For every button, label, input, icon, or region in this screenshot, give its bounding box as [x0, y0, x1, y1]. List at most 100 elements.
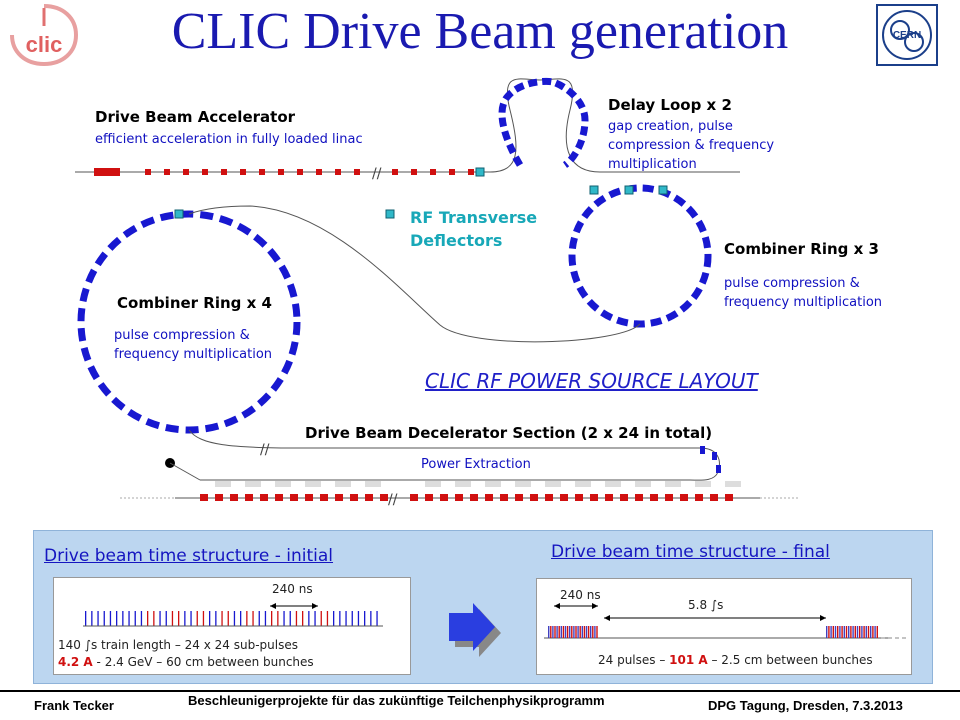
linac-cavity	[354, 169, 360, 175]
decelerator-quad	[305, 494, 313, 501]
cr3-sub-1: pulse compression &	[724, 276, 860, 291]
initial-bunch	[134, 611, 136, 626]
pets-structure	[245, 481, 261, 487]
initial-bunch	[184, 611, 186, 626]
decelerator-quad	[485, 494, 493, 501]
pets-structure	[635, 481, 651, 487]
decelerator-quad	[605, 494, 613, 501]
linac-cavity	[183, 169, 189, 175]
initial-bunch	[122, 611, 124, 626]
initial-bunch	[277, 611, 279, 626]
initial-bunch	[91, 611, 93, 626]
final-bunch	[872, 626, 874, 638]
final-bunch	[556, 626, 558, 638]
decelerator-quad	[695, 494, 703, 501]
initial-bunch	[370, 611, 372, 626]
footer-divider	[0, 690, 960, 692]
final-line-a: 24 pulses –	[598, 653, 670, 667]
final-bunch	[552, 626, 554, 638]
final-bunch	[826, 626, 828, 638]
final-structure-title: Drive beam time structure - final	[551, 542, 830, 562]
pets-structure	[455, 481, 471, 487]
initial-bunch	[190, 611, 192, 626]
initial-bunch	[153, 611, 155, 626]
final-bunch	[832, 626, 834, 638]
initial-bunch	[171, 611, 174, 626]
final-line: 24 pulses – 101 A – 2.5 cm between bunch…	[598, 653, 873, 667]
final-bunch	[590, 626, 592, 638]
initial-bunch	[376, 611, 378, 626]
final-bunch	[592, 626, 594, 638]
combiner-ring-3	[568, 184, 712, 328]
final-bunch	[558, 626, 560, 638]
initial-bunch	[215, 611, 217, 626]
initial-bunch	[165, 611, 167, 626]
decelerator-quad	[440, 494, 448, 501]
decelerator-quad	[230, 494, 238, 501]
initial-line-2-rest: - 2.4 GeV – 60 cm between bunches	[92, 655, 314, 669]
pets-structure	[695, 481, 711, 487]
final-line-b: – 2.5 cm between bunches	[707, 653, 873, 667]
decelerator-quad	[275, 494, 283, 501]
final-bunch	[874, 626, 876, 638]
final-bunch	[594, 626, 596, 638]
decelerator-quad	[215, 494, 223, 501]
linac-cavity	[468, 169, 474, 175]
initial-bunch	[364, 611, 366, 626]
linac-cavity	[259, 169, 265, 175]
decelerator-quad	[500, 494, 508, 501]
linac-cavity	[240, 169, 246, 175]
decelerator-quad	[245, 494, 253, 501]
pets-structure	[305, 481, 321, 487]
initial-bunch	[302, 611, 304, 626]
decelerator-quad	[455, 494, 463, 501]
decelerator-quad	[365, 494, 373, 501]
pets-structure	[425, 481, 441, 487]
final-bunch	[870, 626, 872, 638]
final-bunch	[577, 626, 579, 638]
transform-arrow-icon	[449, 603, 501, 657]
final-bunch	[841, 626, 843, 638]
final-bunch	[575, 626, 577, 638]
cr3-sub-2: frequency multiplication	[724, 295, 883, 310]
initial-bunch	[227, 611, 229, 626]
final-bunch	[843, 626, 845, 638]
dba-title: Drive Beam Accelerator	[95, 108, 296, 126]
pets-structure	[575, 481, 591, 487]
pets-structure	[275, 481, 291, 487]
pets-structure	[545, 481, 561, 487]
linac-cavity	[202, 169, 208, 175]
decelerator-quad	[635, 494, 643, 501]
linac-cavity	[221, 169, 227, 175]
initial-bunch	[258, 611, 260, 626]
final-bunch	[560, 626, 562, 638]
final-bunch	[571, 626, 573, 638]
cr4-sub-2: frequency multiplication	[114, 347, 273, 362]
final-bunch	[867, 626, 870, 638]
svg-text://: //	[388, 492, 398, 508]
decelerator-quad	[530, 494, 538, 501]
final-bunch	[548, 626, 550, 638]
delay-loop	[498, 77, 589, 168]
rf-power-source-layout: // // //	[75, 77, 800, 508]
decelerator-title: Drive Beam Decelerator Section (2 x 24 i…	[305, 424, 713, 442]
decelerator-quad	[620, 494, 628, 501]
decelerator-quad	[350, 494, 358, 501]
final-bunch	[596, 626, 598, 638]
initial-bunch	[283, 611, 285, 626]
svg-text:clic: clic	[26, 32, 63, 57]
initial-bunch	[351, 611, 353, 626]
cern-logo: CERN	[876, 4, 938, 66]
linac-cavity	[316, 169, 322, 175]
svg-text:CERN: CERN	[893, 30, 921, 41]
final-bunch	[564, 626, 567, 638]
linac-cavity	[392, 169, 398, 175]
delay-loop-sub-3: multiplication	[608, 157, 697, 172]
svg-text://: //	[260, 442, 270, 458]
final-bunch	[554, 626, 556, 638]
combiner-ring-4	[77, 210, 301, 434]
pets-structure	[335, 481, 351, 487]
initial-bunch	[264, 611, 267, 626]
dba-subtitle: efficient acceleration in fully loaded l…	[95, 132, 363, 147]
final-bunch	[579, 626, 581, 638]
